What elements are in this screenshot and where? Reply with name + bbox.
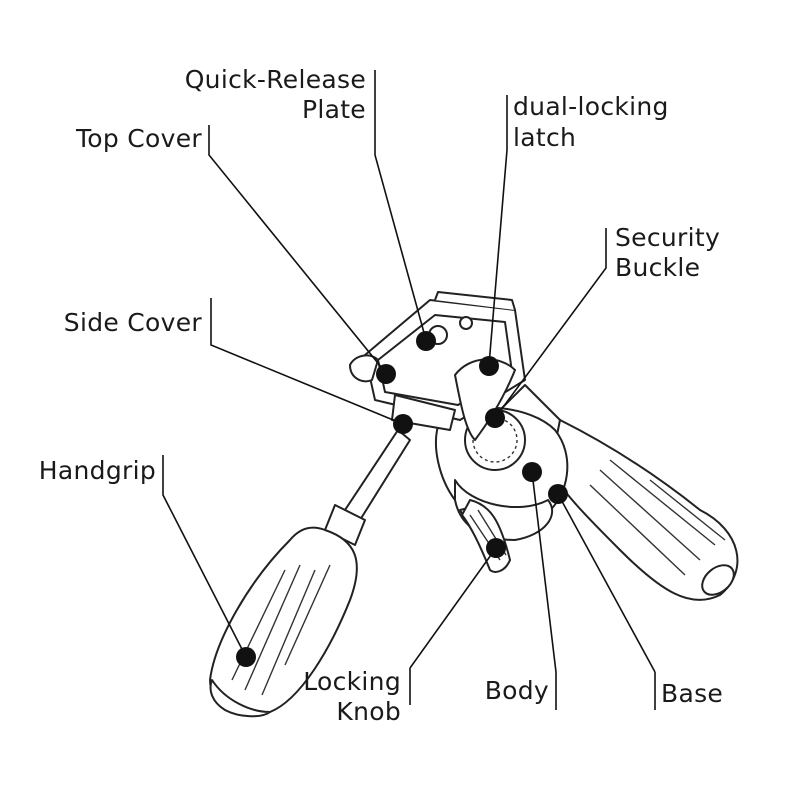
label-body: Body — [485, 676, 549, 705]
label-dual-locking-latch-line2: latch — [513, 123, 576, 152]
leader-lines — [162, 70, 656, 710]
label-handgrip: Handgrip — [39, 456, 156, 485]
leader-quick-release-plate — [374, 70, 427, 341]
label-locking-knob-line1: Locking — [303, 667, 401, 696]
plate-illustration — [349, 291, 526, 441]
label-base: Base — [661, 679, 723, 708]
leader-handgrip — [162, 455, 247, 658]
leader-locking-knob — [409, 547, 497, 705]
left-handgrip-illustration — [209, 429, 411, 718]
marker-quick-release-plate — [416, 331, 436, 351]
leader-side-cover — [210, 298, 404, 425]
marker-side-cover — [393, 414, 413, 434]
marker-body — [522, 462, 542, 482]
label-quick-release-plate-line2: Plate — [302, 95, 366, 124]
marker-base — [548, 484, 568, 504]
label-top-cover: Top Cover — [75, 124, 202, 153]
leader-top-cover — [208, 125, 387, 374]
label-quick-release-plate-line1: Quick-Release — [185, 65, 366, 94]
callout-markers — [236, 331, 568, 667]
leader-body — [531, 471, 557, 710]
label-side-cover: Side Cover — [64, 308, 203, 337]
leader-dual-locking-latch — [488, 95, 508, 366]
marker-locking-knob — [486, 538, 506, 558]
leader-security-buckle — [494, 228, 607, 419]
marker-dual-locking-latch — [479, 356, 499, 376]
marker-handgrip — [236, 647, 256, 667]
marker-top-cover — [376, 364, 396, 384]
label-dual-locking-latch-line1: dual-locking — [513, 92, 669, 121]
label-security-buckle-line1: Security — [615, 223, 720, 252]
leader-base — [557, 493, 656, 710]
marker-security-buckle — [485, 408, 505, 428]
label-locking-knob-line2: Knob — [336, 697, 401, 726]
labels: Quick-Release Plate dual-locking latch T… — [39, 65, 723, 726]
label-security-buckle-line2: Buckle — [615, 253, 700, 282]
